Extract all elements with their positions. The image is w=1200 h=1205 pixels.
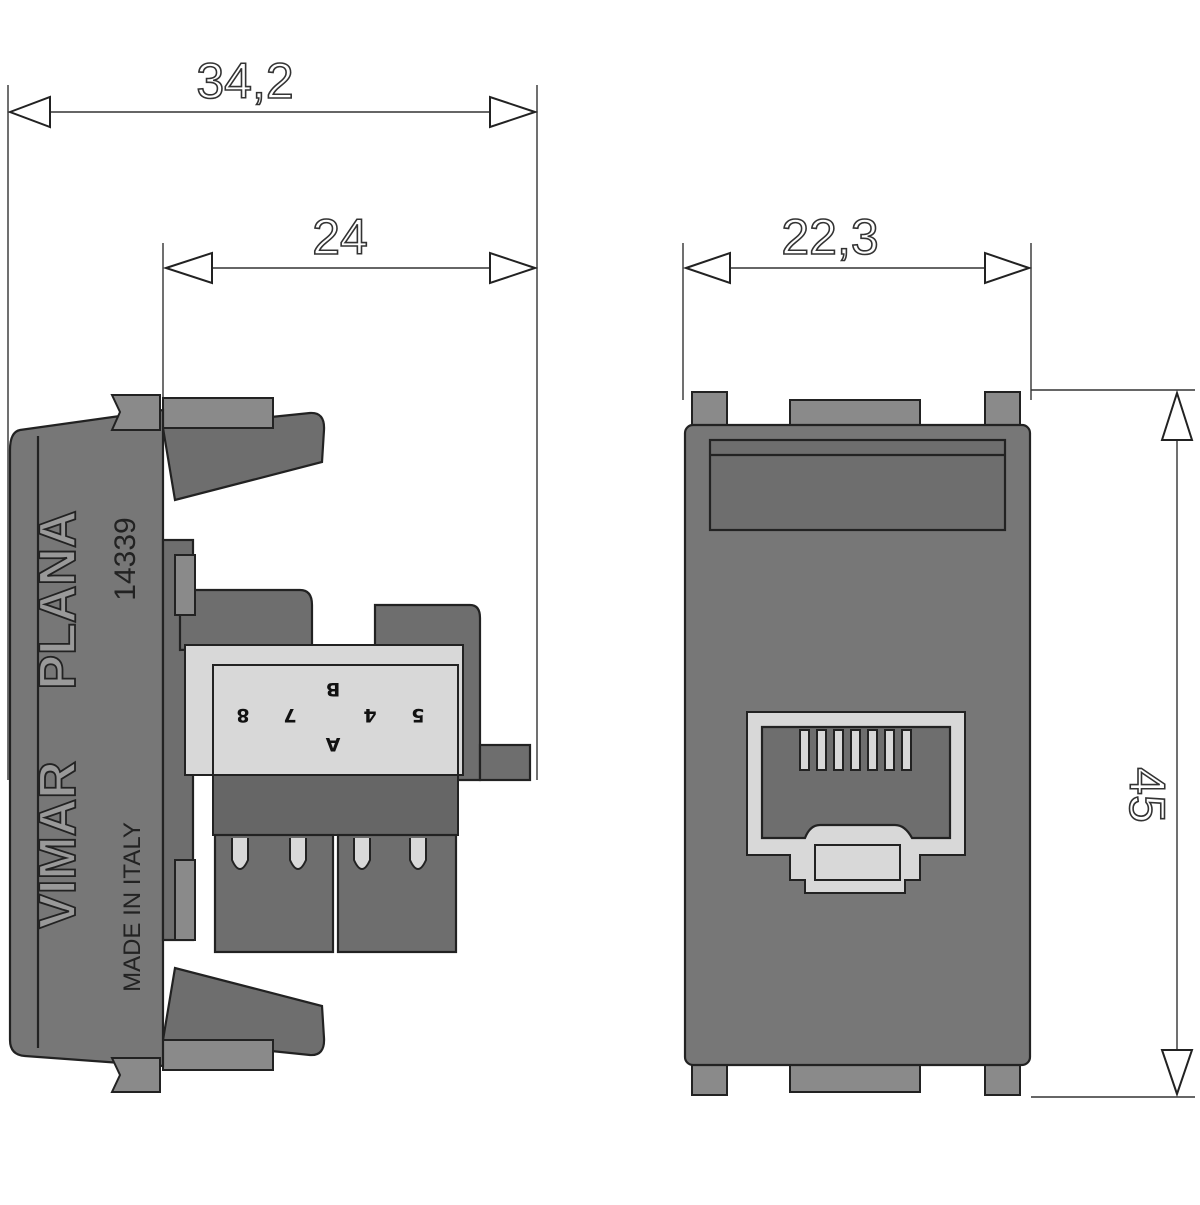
pair-label-top: B [326, 678, 340, 700]
bottom-clip [161, 966, 326, 1057]
pin-number: 8 [236, 704, 249, 726]
top-window [708, 438, 1007, 532]
arrow-left [682, 251, 731, 285]
back-stub [478, 743, 532, 782]
terminal-face [212, 664, 459, 776]
dimension-body-depth: 24 [162, 208, 539, 400]
front-flange [8, 408, 165, 1068]
idc-slot [231, 838, 249, 870]
side-view: B A 8 7 4 5 VIMAR PLANA 14339 MADE IN IT… [8, 394, 532, 1093]
code-label: 14339 [109, 517, 142, 600]
idc-rail [212, 774, 459, 836]
arrow-right [489, 251, 539, 285]
rj45-contact [833, 729, 844, 771]
rj45-contact [799, 729, 810, 771]
pin-number: 7 [283, 704, 296, 726]
corner-tab [984, 391, 1021, 428]
rj45-contact [816, 729, 827, 771]
brand-label: VIMAR [29, 761, 87, 929]
series-label: PLANA [29, 510, 87, 689]
top-clip [161, 411, 326, 502]
rj45-latch-slot [814, 844, 901, 881]
arrow-bottom [1160, 1049, 1194, 1098]
idc-slot [289, 838, 307, 870]
arrow-top [1160, 389, 1194, 441]
arrow-right [489, 95, 539, 129]
idc-slot [409, 838, 427, 870]
dimension-text-front-width: 22,3 [781, 209, 878, 265]
pair-label-bottom: A [325, 733, 340, 755]
bottom-hook [110, 1057, 161, 1093]
dimension-overall-depth: 34,2 [7, 52, 539, 780]
bottom-lug [162, 1039, 274, 1071]
top-lug [162, 397, 274, 429]
pin-number: 4 [363, 704, 376, 726]
dimension-front-height: 45 [1031, 389, 1195, 1098]
arrow-left [7, 95, 51, 129]
origin-label: MADE IN ITALY [119, 822, 146, 992]
front-view [683, 391, 1032, 1096]
rj45-contact [850, 729, 861, 771]
rj45-contact [884, 729, 895, 771]
dimension-text-front-height: 45 [1119, 767, 1175, 823]
side-latch [174, 859, 196, 941]
idc-slot [353, 838, 371, 870]
pin-number: 5 [411, 704, 424, 726]
top-hook [110, 394, 161, 431]
upper-arm [178, 588, 314, 652]
arrow-right [984, 251, 1033, 285]
arrow-left [162, 251, 213, 285]
rj45-contact [867, 729, 878, 771]
rj45-contact [901, 729, 912, 771]
dimension-front-width: 22,3 [682, 208, 1033, 400]
dimension-text-overall-depth: 34,2 [196, 53, 293, 109]
side-latch-upper [174, 554, 196, 616]
corner-tab [691, 391, 728, 428]
dimension-text-body-depth: 24 [312, 209, 368, 265]
